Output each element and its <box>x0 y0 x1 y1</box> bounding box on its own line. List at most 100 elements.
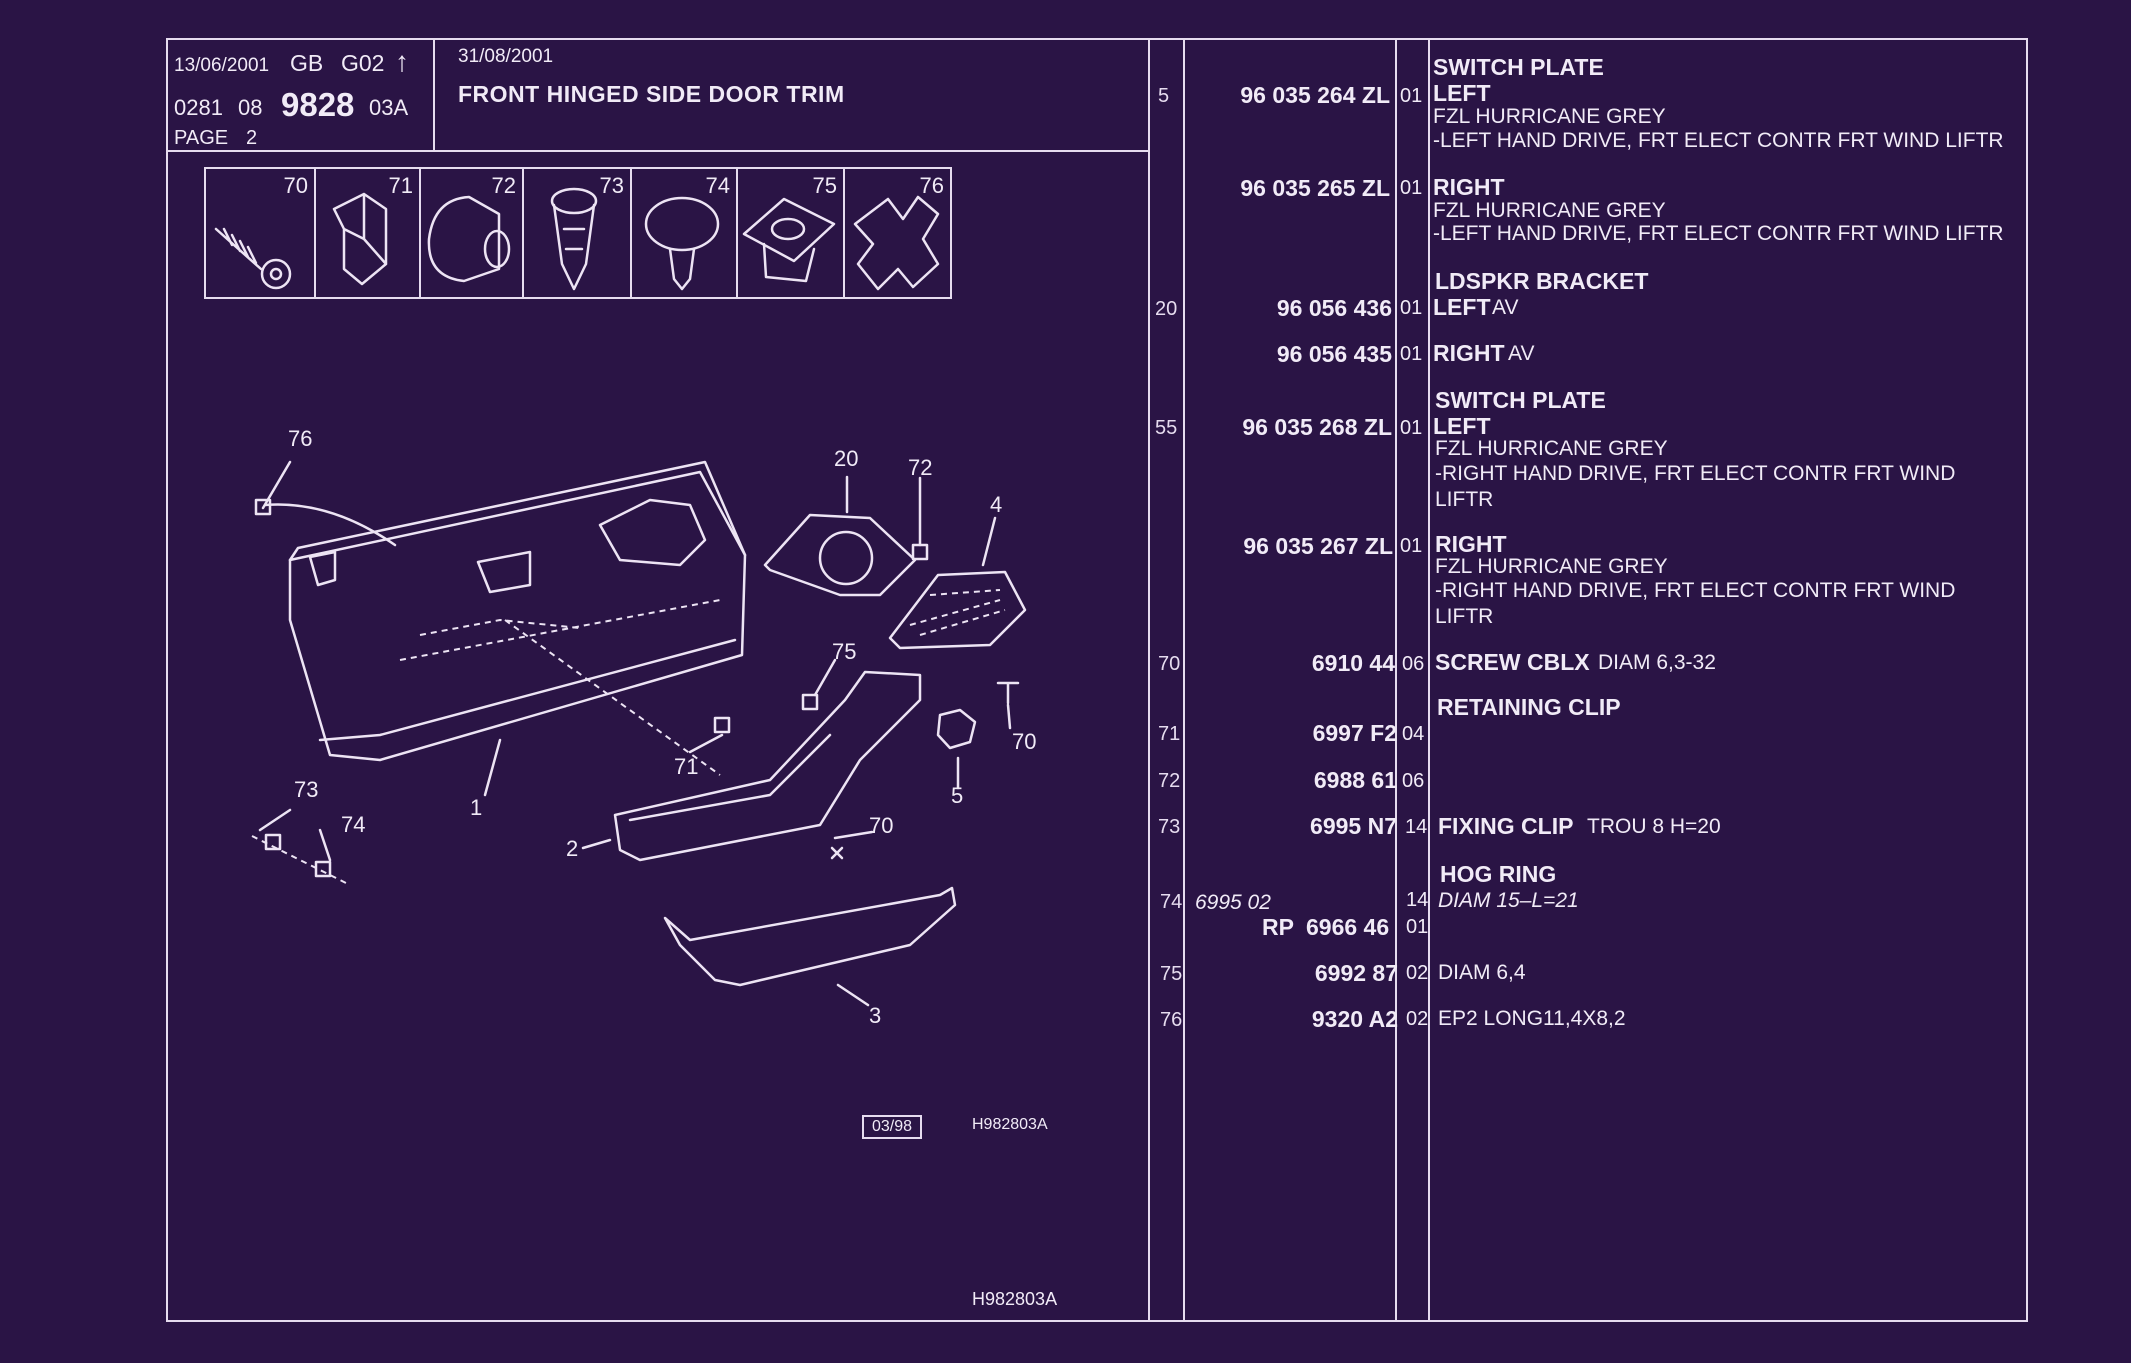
row-ref: 72 <box>1158 770 1181 792</box>
quantity: 06 <box>1402 770 1425 792</box>
icon-cell-75: 75 <box>736 169 845 297</box>
icon-number: 75 <box>812 173 837 198</box>
row-ref: 20 <box>1155 298 1178 320</box>
column-rule-ref-left <box>1148 40 1150 1322</box>
callout-1: 1 <box>470 795 483 820</box>
callout-5: 5 <box>951 783 964 808</box>
quantity: 14 <box>1405 816 1428 838</box>
description-side: LEFT <box>1433 413 1491 439</box>
part-number: 96 056 435 <box>1276 341 1392 367</box>
description-heading: SWITCH PLATE <box>1433 54 1604 80</box>
icon-cell-72: 72 <box>419 169 524 297</box>
part-number: 96 056 436 <box>1276 295 1392 321</box>
column-rule-ref-right <box>1183 40 1185 1322</box>
icon-cell-74: 74 <box>630 169 738 297</box>
description-extra: AV <box>1492 296 1519 319</box>
description-line: FZL HURRICANE GREY <box>1433 105 1666 128</box>
quantity: 01 <box>1400 535 1423 557</box>
row-ref: 73 <box>1158 816 1181 838</box>
description-line: -RIGHT HAND DRIVE, FRT ELECT CONTR FRT W… <box>1435 579 1956 602</box>
description-side: LEFT <box>1433 80 1491 106</box>
part-number: 96 035 264 ZL <box>1240 82 1390 108</box>
quantity: 01 <box>1400 177 1423 199</box>
quantity: 01 <box>1400 85 1423 107</box>
quantity: 01 <box>1400 297 1423 319</box>
row-ref: 5 <box>1158 85 1170 107</box>
description-line: LIFTR <box>1435 605 1494 628</box>
icon-cell-70: 70 <box>206 169 316 297</box>
callout-75: 75 <box>832 639 857 664</box>
part-number: 6910 44 <box>1311 650 1395 676</box>
page-label: PAGE <box>174 127 229 149</box>
callout-70-right: 70 <box>1012 729 1037 754</box>
description-line: -LEFT HAND DRIVE, FRT ELECT CONTR FRT WI… <box>1433 129 2004 152</box>
description-line: FZL HURRICANE GREY <box>1435 555 1668 578</box>
callout-73: 73 <box>294 777 319 802</box>
page-title: FRONT HINGED SIDE DOOR TRIM <box>458 81 845 107</box>
description-heading: RETAINING CLIP <box>1437 694 1621 720</box>
callout-2: 2 <box>566 836 579 861</box>
quantity: 02 <box>1406 962 1429 984</box>
cable-tie-icon <box>853 195 940 291</box>
market-code: GB <box>290 50 324 76</box>
callout-74: 74 <box>341 812 366 837</box>
page-frame <box>166 38 2028 1322</box>
callout-70-lower: 70 <box>869 813 894 838</box>
part-number: 6997 F2 <box>1312 720 1397 746</box>
description-extra: DIAM 6,3-32 <box>1598 651 1716 674</box>
quantity: 14 <box>1406 889 1429 911</box>
callout-20: 20 <box>834 446 859 471</box>
screw-icon <box>214 227 292 290</box>
callout-3: 3 <box>869 1003 882 1028</box>
part-number: 6992 87 <box>1314 960 1398 986</box>
header-divider-vertical <box>433 40 435 152</box>
part-number: 96 035 267 ZL <box>1243 533 1393 559</box>
icon-cell-76: 76 <box>843 169 950 297</box>
group-code: G02 <box>341 50 385 76</box>
description-extra: DIAM 15–L=21 <box>1438 889 1579 912</box>
icon-number: 74 <box>705 173 730 198</box>
fixing-clip-icon <box>550 187 598 291</box>
icon-cell-71: 71 <box>314 169 421 297</box>
description-side: LEFT <box>1433 294 1491 320</box>
variant-code: 03A <box>369 95 409 120</box>
part-number: 6966 46 <box>1306 914 1390 940</box>
icon-cell-73: 73 <box>522 169 632 297</box>
description-heading: LDSPKR BRACKET <box>1435 268 1649 294</box>
hog-ring-icon <box>644 196 720 291</box>
icon-number: 71 <box>388 173 413 198</box>
description-extra: DIAM 6,4 <box>1438 961 1526 984</box>
description-line: FZL HURRICANE GREY <box>1433 199 1666 222</box>
description-heading: HOG RING <box>1440 861 1557 887</box>
description-extra: AV <box>1508 342 1535 365</box>
clip-nut-icon <box>742 197 836 283</box>
column-rule-qty-left <box>1395 40 1397 1322</box>
description-side: SCREW CBLX <box>1435 649 1590 675</box>
part-number: 6995 N7 <box>1310 813 1397 839</box>
code-a: 0281 <box>174 95 223 120</box>
description-line: -LEFT HAND DRIVE, FRT ELECT CONTR FRT WI… <box>1433 222 2004 245</box>
quantity: 01 <box>1400 343 1423 365</box>
issue-box: 03/98 <box>862 1115 923 1139</box>
icon-number: 72 <box>491 173 516 198</box>
page-number: 2 <box>246 127 258 149</box>
description-extra: TROU 8 H=20 <box>1587 815 1721 838</box>
quantity: 02 <box>1406 1008 1429 1030</box>
row-ref: 74 <box>1160 891 1183 913</box>
description-heading: SWITCH PLATE <box>1435 387 1606 413</box>
part-number: 96 035 268 ZL <box>1242 414 1392 440</box>
row-ref: 76 <box>1160 1009 1183 1031</box>
quantity: 06 <box>1402 653 1425 675</box>
exploded-door-trim-diagram <box>251 460 1027 1007</box>
quantity: 01 <box>1400 417 1423 439</box>
callout-72: 72 <box>908 455 933 480</box>
description-extra: EP2 LONG11,4X8,2 <box>1438 1007 1626 1030</box>
code-b: 08 <box>238 95 263 120</box>
part-number: 6988 61 <box>1313 767 1397 793</box>
row-ref: 71 <box>1158 723 1181 745</box>
part-number: 96 035 265 ZL <box>1240 175 1390 201</box>
replacement-prefix: RP <box>1262 914 1294 940</box>
description-line: FZL HURRICANE GREY <box>1435 437 1668 460</box>
row-ref: 75 <box>1160 963 1183 985</box>
icon-number: 73 <box>599 173 624 198</box>
